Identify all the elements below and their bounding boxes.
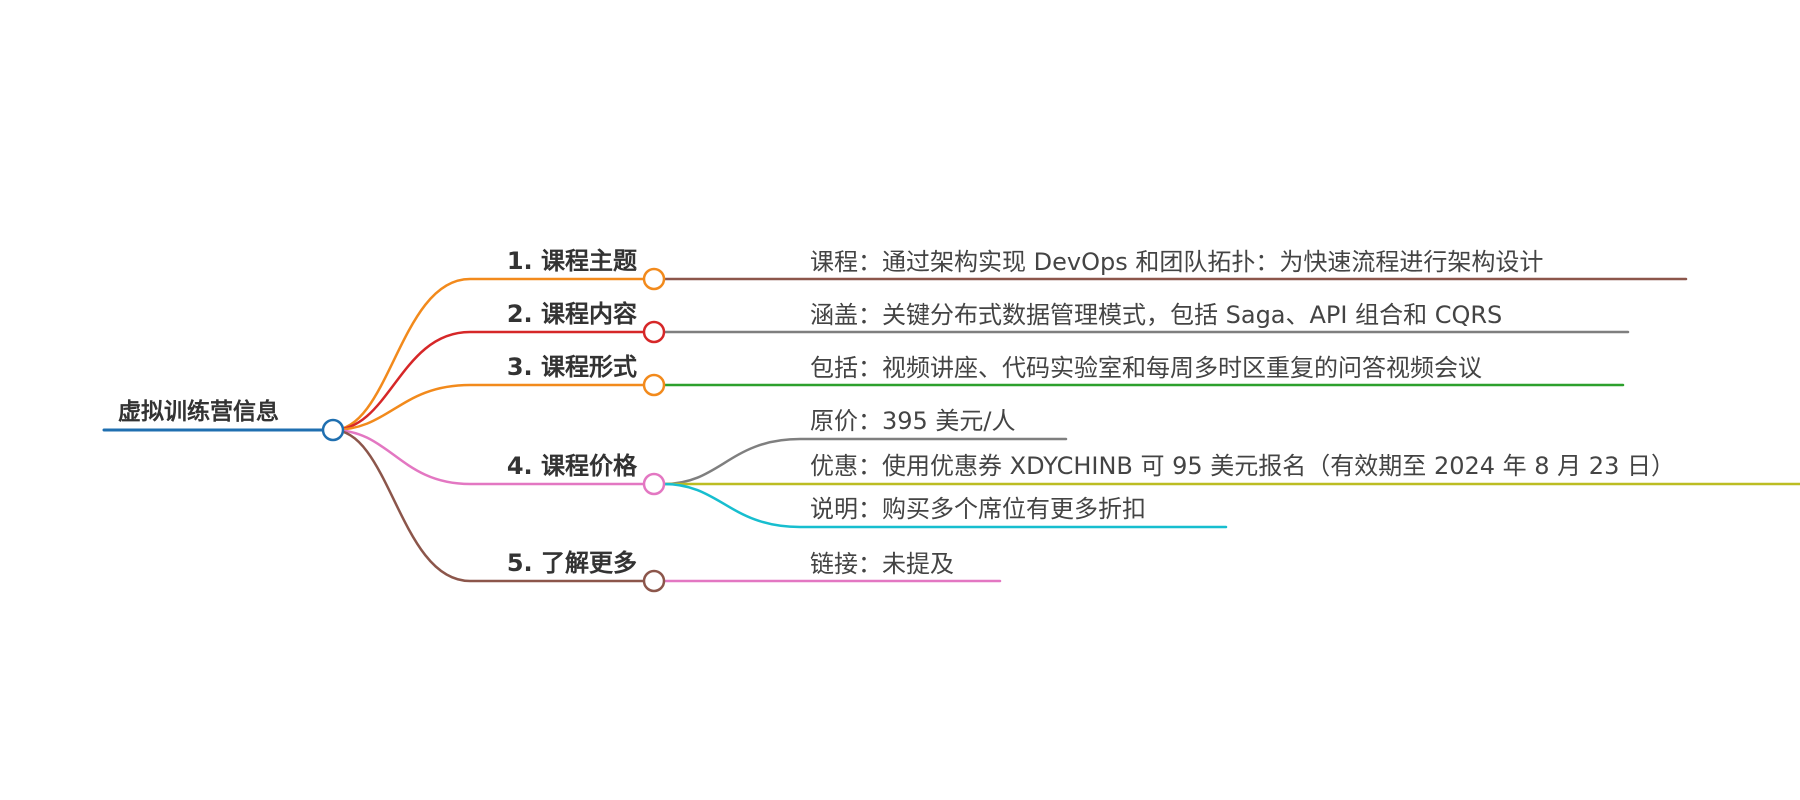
branch-collapse-toggle-4[interactable] (642, 472, 666, 496)
leaf-coverage[interactable]: 涵盖：关键分布式数据管理模式，包括 Saga、API 组合和 CQRS (810, 301, 1503, 329)
branch-course-topic[interactable]: 1. 课程主题 (506, 247, 637, 275)
branch-collapse-toggle-1[interactable] (642, 267, 666, 291)
branch-collapse-toggle-5[interactable] (642, 569, 666, 593)
branch-learn-more[interactable]: 5. 了解更多 (506, 549, 637, 577)
edge-root-to-branch-2 (331, 330, 646, 432)
branch-collapse-toggle-3[interactable] (642, 373, 666, 397)
edge-branch-4-to-leaf-3 (662, 482, 1228, 529)
branch-course-price[interactable]: 4. 课程价格 (506, 452, 637, 480)
branch-collapse-toggle-2[interactable] (642, 320, 666, 344)
edge-root-to-branch-5 (331, 428, 646, 583)
leaf-discount[interactable]: 优惠：使用优惠券 XDYCHINB 可 95 美元报名（有效期至 2024 年 … (810, 452, 1675, 480)
leaf-link[interactable]: 链接：未提及 (810, 550, 954, 578)
branch-course-format[interactable]: 3. 课程形式 (506, 353, 637, 381)
leaf-note[interactable]: 说明：购买多个席位有更多折扣 (810, 495, 1146, 523)
leaf-original-price[interactable]: 原价：395 美元/人 (810, 407, 1016, 435)
leaf-includes[interactable]: 包括：视频讲座、代码实验室和每周多时区重复的问答视频会议 (810, 354, 1482, 382)
root-topic[interactable]: 虚拟训练营信息 (118, 399, 279, 425)
edge-root-to-branch-4 (331, 428, 646, 486)
leaf-course-title[interactable]: 课程：通过架构实现 DevOps 和团队拓扑：为快速流程进行架构设计 (810, 248, 1544, 276)
edge-root-to-branch-1 (331, 277, 646, 432)
root-collapse-toggle[interactable] (321, 418, 345, 442)
edge-branch-4-to-leaf-1 (662, 437, 1068, 486)
edge-root-to-branch-3 (331, 383, 646, 432)
branch-course-content[interactable]: 2. 课程内容 (506, 300, 637, 328)
